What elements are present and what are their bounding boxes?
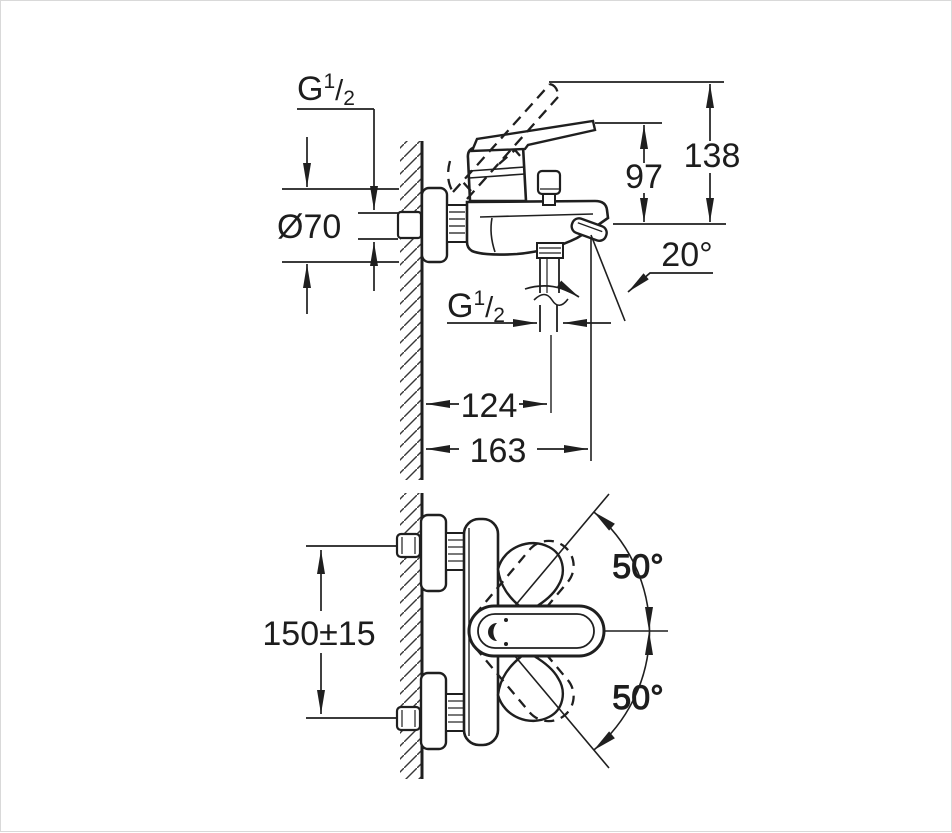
escutcheon-diameter-label: Ø70	[277, 208, 341, 246]
hose-direction-arrow	[524, 280, 580, 298]
lever-handle-front	[467, 604, 606, 658]
lever-handle-side	[470, 119, 597, 153]
swing-up-label: 50°	[612, 548, 663, 586]
hose-offset-label: 124	[461, 387, 518, 425]
hub-cap-mark	[488, 623, 497, 641]
swing-down-label: 50°	[612, 679, 663, 717]
spout-height-label: 97	[625, 158, 663, 196]
lower-union-nut	[395, 705, 422, 732]
handle-height-label: 138	[684, 137, 741, 175]
dim-hose-offset: 124	[426, 387, 547, 425]
shower-outlet-pipe	[533, 242, 569, 413]
projection-label: 163	[470, 432, 527, 470]
swing-reference-lines	[513, 493, 668, 769]
swing-arc	[593, 511, 651, 751]
wall-thread-label: G1/2	[297, 70, 355, 110]
spout-angle-lines	[590, 234, 626, 461]
lower-mount	[395, 671, 466, 751]
faucet-body-side	[465, 199, 610, 256]
mounting-distance-label: 150±15	[262, 615, 375, 653]
side-view: G1/2 Ø70 97 138 20°	[277, 70, 740, 480]
upper-thread-nipple	[445, 532, 466, 571]
thread-nipple-side	[446, 204, 468, 243]
body-flares	[496, 542, 564, 722]
upper-swing-line	[513, 493, 610, 608]
lower-swing-line	[513, 654, 610, 769]
upper-union-nut	[395, 532, 422, 559]
shower-thread-label: G1/2	[447, 287, 505, 327]
wall-side-view	[400, 141, 424, 480]
lever-handle-raised-dashed	[446, 82, 560, 200]
dim-spout-height: 97	[595, 122, 663, 222]
swing-arc-arrows	[593, 511, 653, 751]
dim-mounting-distance: 150±15	[262, 545, 398, 719]
dim-shower-thread: G1/2	[447, 287, 611, 327]
spout-angle-label: 20°	[661, 236, 712, 274]
spout-aerator	[570, 217, 608, 242]
dim-wall-thread: G1/2	[297, 70, 398, 291]
upper-escutcheon	[419, 513, 448, 593]
diverter-knob	[536, 169, 562, 206]
dim-handle-height: 138	[549, 81, 741, 225]
dim-spout-angle: 20°	[627, 236, 713, 293]
lower-thread-nipple	[445, 693, 466, 732]
dim-escutcheon-diameter: Ø70	[277, 137, 399, 314]
front-view: 150±15 50° 50°	[262, 493, 668, 779]
pipe-break-symbol	[533, 293, 569, 307]
escutcheon-side	[420, 186, 449, 264]
upper-mount	[395, 513, 466, 593]
dim-projection: 163	[426, 432, 588, 470]
lower-escutcheon	[419, 671, 448, 751]
